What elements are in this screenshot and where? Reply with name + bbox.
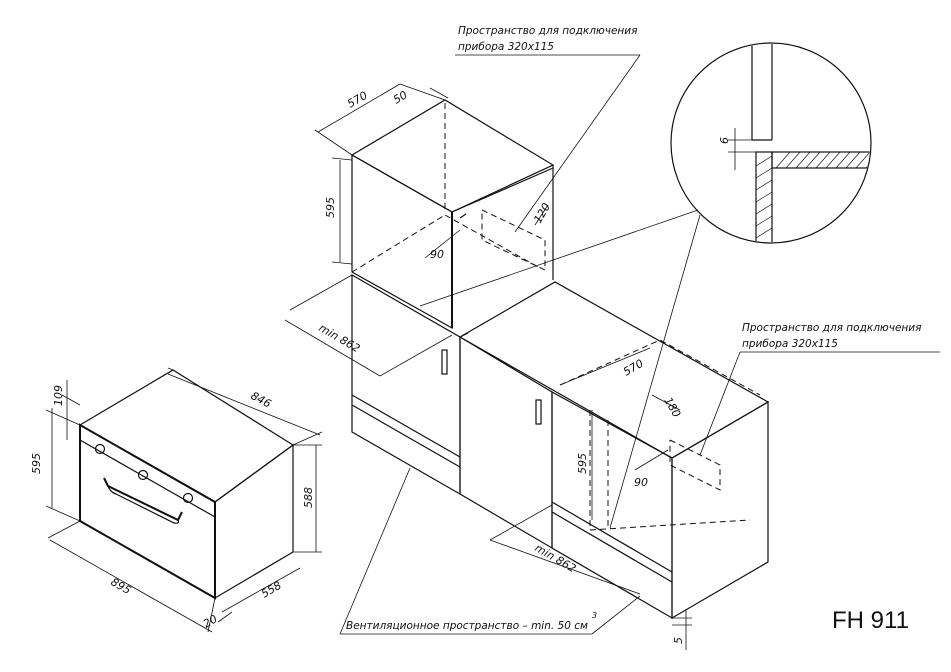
dim-wall-height: 595 — [324, 197, 337, 218]
dim-oven-width: 895 — [109, 575, 134, 597]
dim-base-cutout: 180 — [661, 395, 683, 420]
dim-base-height: 595 — [576, 453, 589, 474]
dim-oven-top-panel: 109 — [52, 385, 65, 406]
top-connection-note: Пространство для подключения прибора 320… — [455, 25, 641, 233]
dim-oven-front-offset: 20 — [201, 612, 220, 630]
base-cabinets-drawing — [351, 273, 770, 620]
dim-oven-height: 595 — [30, 453, 43, 474]
dim-wall-angle: 90 — [430, 248, 444, 261]
detail-leaders — [419, 209, 701, 529]
dim-base-angle: 90 — [634, 476, 648, 489]
dim-wall-min: min 862 — [317, 321, 363, 355]
wall-unit-dimension-lines — [284, 83, 549, 377]
dim-base-width: 570 — [621, 357, 646, 379]
ventilation-superscript: 3 — [592, 611, 597, 620]
base-dimension-lines — [489, 347, 692, 650]
top-note-line1: Пространство для подключения — [458, 25, 637, 37]
wall-unit-drawing — [350, 99, 555, 330]
right-note-line2: прибора 320x115 — [742, 338, 838, 350]
dim-wall-top: 50 — [391, 88, 410, 106]
dim-oven-depth: 846 — [249, 389, 274, 410]
dim-detail-gap: 6 — [718, 137, 731, 144]
dim-base-offset: 5 — [672, 637, 685, 644]
base-dimension-labels: 570 180 595 90 min 862 5 — [533, 357, 686, 644]
top-note-line2: прибора 320x115 — [458, 41, 554, 53]
right-note-line1: Пространство для подключения — [742, 322, 921, 334]
oven-dimension-lines — [45, 367, 323, 633]
model-label: FH 911 — [832, 607, 909, 634]
dim-oven-body-depth: 558 — [259, 579, 284, 601]
dim-base-min: min 862 — [533, 541, 579, 575]
dim-wall-width: 570 — [345, 89, 370, 111]
dim-oven-body-height: 588 — [302, 487, 315, 508]
ventilation-text: Вентиляционное пространство – min. 50 см — [346, 620, 588, 632]
detail-view: 6 — [670, 42, 872, 244]
right-connection-note: Пространство для подключения прибора 320… — [699, 322, 940, 456]
ventilation-note: Вентиляционное пространство – min. 50 см… — [339, 467, 641, 635]
